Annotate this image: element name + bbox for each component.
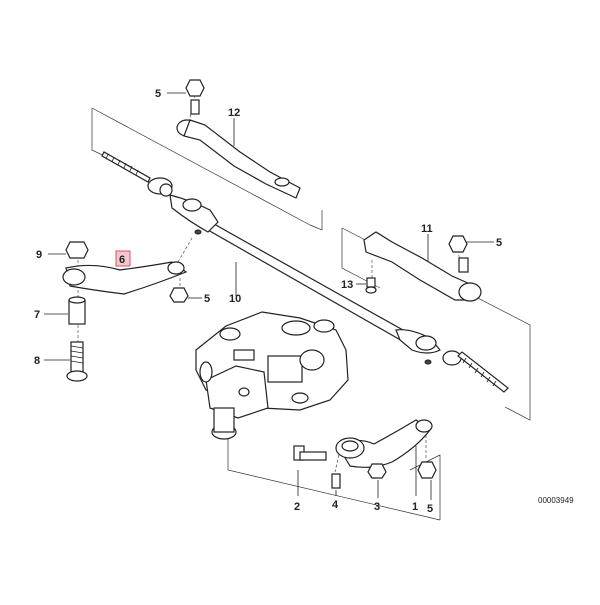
upper-tie-rod bbox=[176, 79, 301, 199]
bolt-8 bbox=[66, 341, 88, 382]
lock-plate-4 bbox=[331, 473, 341, 489]
callout-5-left: 5 bbox=[204, 293, 210, 305]
steering-gear-box bbox=[195, 311, 349, 440]
callout-7: 7 bbox=[34, 309, 40, 321]
idler-arm bbox=[62, 261, 189, 303]
nut-3 bbox=[367, 463, 387, 479]
assembly-frame-right bbox=[341, 227, 531, 421]
highlight-box-6 bbox=[115, 250, 131, 267]
callout-4: 4 bbox=[332, 499, 339, 511]
bushing-7 bbox=[68, 296, 86, 325]
nut-9 bbox=[65, 241, 89, 259]
callout-8: 8 bbox=[34, 355, 40, 367]
callout-13: 13 bbox=[341, 279, 353, 291]
callout-3: 3 bbox=[374, 501, 380, 513]
callout-9: 9 bbox=[36, 249, 42, 261]
small-bolt-13 bbox=[365, 277, 377, 294]
diagram-reference-number: 00003949 bbox=[538, 496, 574, 505]
callout-leader-lines bbox=[44, 92, 494, 500]
center-track-rod bbox=[101, 151, 509, 393]
clamp-bolt-2 bbox=[293, 445, 327, 461]
callout-12: 12 bbox=[228, 107, 240, 119]
callout-6: 6 bbox=[119, 254, 125, 266]
callout-10: 10 bbox=[229, 293, 241, 305]
callout-5-top: 5 bbox=[155, 88, 161, 100]
callout-11: 11 bbox=[421, 223, 433, 235]
right-tie-rod bbox=[363, 231, 482, 302]
callout-5-bottom: 5 bbox=[427, 503, 433, 515]
callout-numbers: 5 12 9 6 5 10 11 5 13 7 8 2 4 3 1 5 bbox=[34, 88, 502, 515]
pitman-arm bbox=[335, 419, 437, 479]
callout-1: 1 bbox=[412, 501, 418, 513]
callout-5-right: 5 bbox=[496, 237, 502, 249]
callout-2: 2 bbox=[294, 501, 300, 513]
